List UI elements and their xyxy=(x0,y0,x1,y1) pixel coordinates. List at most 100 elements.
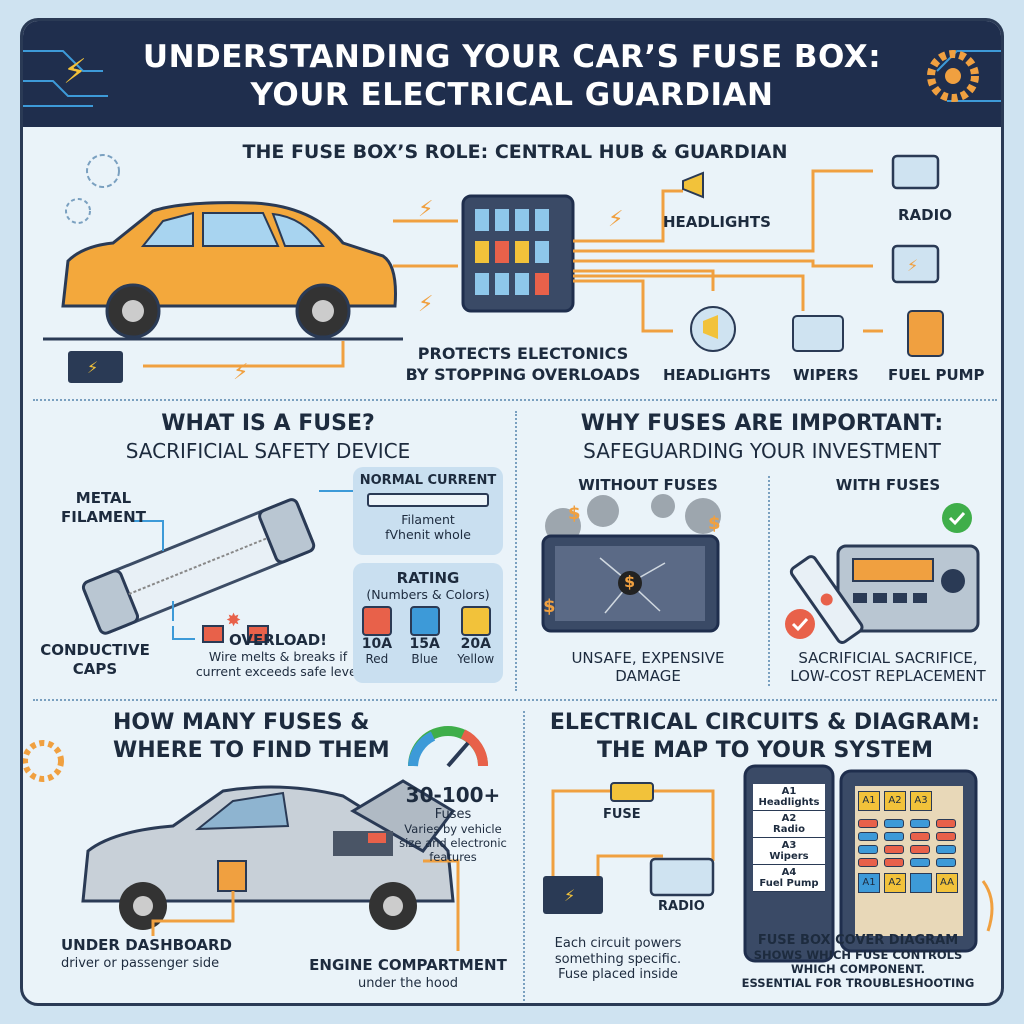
fuse-slot: A1 xyxy=(858,791,880,811)
fuse-tube-icon xyxy=(367,493,489,507)
fuse-slot xyxy=(884,858,904,867)
fuse-slot xyxy=(910,832,930,841)
blade-fuse-icon xyxy=(409,606,440,636)
legend-code: A3 xyxy=(781,840,797,851)
fuse-slot: AA xyxy=(936,873,958,893)
battery-component-icon xyxy=(891,244,940,284)
fuel-pump-icon xyxy=(907,310,944,357)
desc-line: Varies by vehicle xyxy=(404,822,502,836)
fuse-icon xyxy=(610,782,654,802)
importance-heading: WHY FUSES ARE IMPORTANT: xyxy=(580,411,944,436)
circuit-illustration: ⚡ xyxy=(543,764,994,963)
importance-illustration xyxy=(541,494,980,644)
overload-label: OVERLOAD! xyxy=(228,631,328,649)
legend-name: Headlights xyxy=(758,797,820,808)
divider xyxy=(768,476,770,686)
header-band: ⚡ UNDERSTANDING YOUR CAR’S FUSE BOX: YOU… xyxy=(23,21,1001,127)
fuse-slot xyxy=(884,832,904,841)
metal-filament-line: FILAMENT xyxy=(61,507,146,526)
rating-title: RATING xyxy=(396,569,460,587)
role-caption-1: PROTECTS ELECTONICS xyxy=(417,344,629,363)
wipers-icon xyxy=(792,315,844,352)
radio-icon xyxy=(649,857,715,897)
fuse-slot xyxy=(910,819,930,828)
fuse-slot xyxy=(936,845,956,854)
rating-color: Red xyxy=(365,652,389,666)
label-fuel-pump: FUEL PUMP xyxy=(888,366,985,384)
arrow-icon xyxy=(981,880,994,932)
fuse-slot xyxy=(936,832,956,841)
fuse-slot xyxy=(936,819,956,828)
overload-desc-line: current exceeds safe level xyxy=(195,664,361,679)
fuse-slot xyxy=(858,819,878,828)
legend-name: Fuel Pump xyxy=(759,878,819,889)
divider xyxy=(33,699,997,701)
engine-label: ENGINE COMPARTMENT xyxy=(309,956,507,974)
cover-title: FUSE BOX COVER DIAGRAM xyxy=(757,933,959,948)
svg-text:⚡: ⚡ xyxy=(907,256,918,275)
fuse-slot: A1 xyxy=(858,873,880,893)
desc-line: LOW-COST REPLACEMENT xyxy=(790,667,986,685)
heading-line: ELECTRICAL CIRCUITS & DIAGRAM: xyxy=(549,710,981,735)
svg-text:⚡: ⚡ xyxy=(418,292,433,317)
svg-text:⚡: ⚡ xyxy=(564,886,575,905)
fuse-slot xyxy=(910,873,932,893)
radio-icon xyxy=(891,154,940,190)
role-illustration: ⚡ ⚡ ⚡ ⚡ ⚡ ⚡ xyxy=(43,154,944,385)
metal-filament-line: METAL xyxy=(75,489,132,507)
fuse-count-unit: Fuses xyxy=(434,807,472,822)
dollar-icon: $ xyxy=(624,572,636,591)
desc-line: Each circuit powers xyxy=(554,936,682,951)
fuse-slot: A2 xyxy=(884,791,906,811)
fuse-count: 30-100+ xyxy=(405,783,501,807)
fuse-slot: A2 xyxy=(884,873,906,893)
caps-line: CONDUCTIVE xyxy=(40,641,150,659)
desc-line: SACRIFICIAL SACRIFICE, xyxy=(798,649,978,667)
check-icon-red xyxy=(785,609,815,639)
with-desc: SACRIFICIAL SACRIFICE,LOW-COST REPLACEME… xyxy=(773,649,1001,685)
svg-text:⚡: ⚡ xyxy=(233,360,248,385)
svg-text:⚡: ⚡ xyxy=(608,207,623,232)
legend-name: Radio xyxy=(773,824,805,835)
role-heading: THE FUSE BOX’S ROLE: CENTRAL HUB & GUARD… xyxy=(242,141,788,163)
fuse-slot xyxy=(858,858,878,867)
fuse-illustration: ✸ xyxy=(81,490,353,643)
svg-text:⚡: ⚡ xyxy=(87,358,98,377)
desc-line: UNSAFE, EXPENSIVE xyxy=(571,649,725,667)
divider xyxy=(515,411,517,691)
title-line2: YOUR ELECTRICAL GUARDIAN xyxy=(250,77,774,113)
label-radio: RADIO xyxy=(898,206,952,224)
desc-line: Fuse placed inside xyxy=(558,967,678,983)
fuse-slot: A3 xyxy=(910,791,932,811)
title-line1: UNDERSTANDING YOUR CAR’S FUSE BOX: xyxy=(142,39,882,75)
label-headlights-bottom: HEADLIGHTS xyxy=(663,366,771,384)
fuse-slot xyxy=(884,819,904,828)
legend-code: A1 xyxy=(781,786,797,797)
desc-line: size and electronic xyxy=(399,835,507,850)
with-fuses-label: WITH FUSES xyxy=(835,476,941,494)
fuse-label: FUSE xyxy=(603,807,641,822)
role-caption-2: BY STOPPING OVERLOADS xyxy=(405,365,641,384)
battery-icon xyxy=(68,351,123,383)
svg-text:✸: ✸ xyxy=(226,610,241,631)
legend-code: A4 xyxy=(781,867,797,878)
heading-line: THE MAP TO YOUR SYSTEM xyxy=(596,737,934,763)
svg-text:⚡: ⚡ xyxy=(418,197,433,222)
radio-label: RADIO xyxy=(658,899,705,914)
circuits-heading: ELECTRICAL CIRCUITS & DIAGRAM:THE MAP TO… xyxy=(523,709,1001,764)
heading-line: HOW MANY FUSES & xyxy=(113,710,370,735)
